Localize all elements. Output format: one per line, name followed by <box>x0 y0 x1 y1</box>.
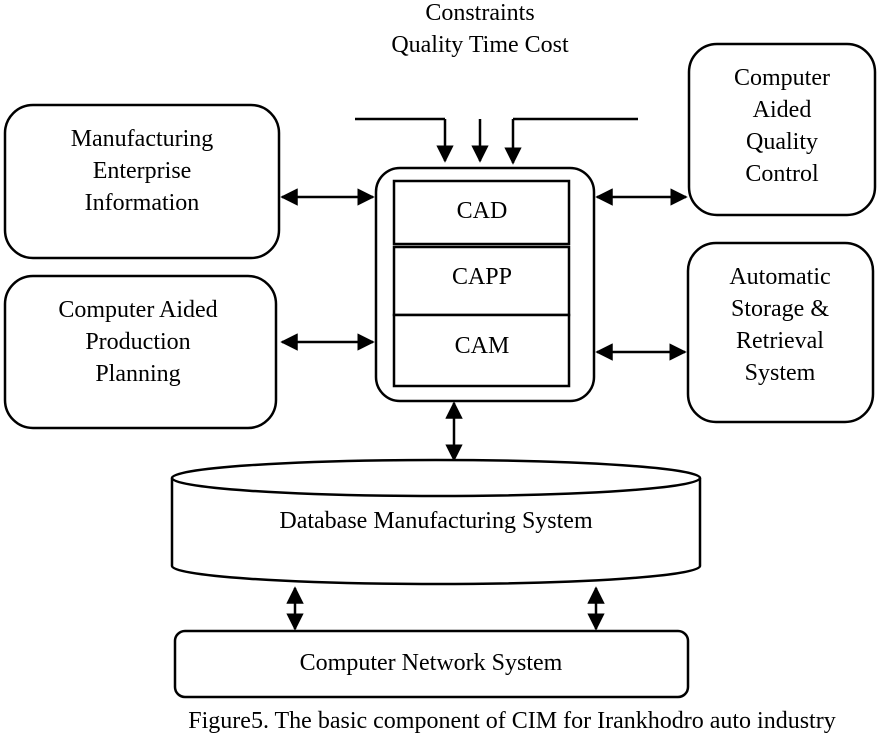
quality-control-box: Computer Aided Quality Control <box>687 42 877 217</box>
network-label: Computer Network System <box>300 650 563 676</box>
quality-line-4: Control <box>745 161 819 187</box>
enterprise-information-box: Manufacturing Enterprise Information <box>3 103 281 260</box>
production-line-3: Planning <box>95 361 180 387</box>
storage-line-2: Storage & <box>731 296 829 322</box>
database-cylinder: Database Manufacturing System <box>170 458 702 586</box>
enterprise-line-1: Manufacturing <box>71 126 214 152</box>
storage-retrieval-box: Automatic Storage & Retrieval System <box>686 241 875 424</box>
constraint-arrows <box>355 117 638 165</box>
constraints-items: Quality Time Cost <box>391 32 569 58</box>
quality-line-1: Computer <box>734 65 830 91</box>
production-line-2: Production <box>85 329 190 355</box>
database-label: Database Manufacturing System <box>279 508 593 534</box>
cam-label: CAM <box>455 333 510 359</box>
constraints-title: Constraints <box>425 0 534 26</box>
storage-line-3: Retrieval <box>736 328 824 354</box>
quality-line-2: Aided <box>753 97 812 123</box>
quality-line-3: Quality <box>746 129 818 155</box>
figure-caption: Figure5. The basic component of CIM for … <box>188 708 835 734</box>
core-block: CAD CAPP CAM <box>374 166 596 403</box>
connector-arrows <box>280 188 688 631</box>
cad-label: CAD <box>457 198 508 224</box>
enterprise-line-3: Information <box>85 190 200 216</box>
storage-line-4: System <box>745 360 816 386</box>
capp-label: CAPP <box>452 264 512 290</box>
network-box: Computer Network System <box>173 629 690 699</box>
production-line-1: Computer Aided <box>58 297 217 323</box>
production-planning-box: Computer Aided Production Planning <box>3 274 278 430</box>
storage-line-1: Automatic <box>729 264 830 290</box>
enterprise-line-2: Enterprise <box>93 158 192 184</box>
